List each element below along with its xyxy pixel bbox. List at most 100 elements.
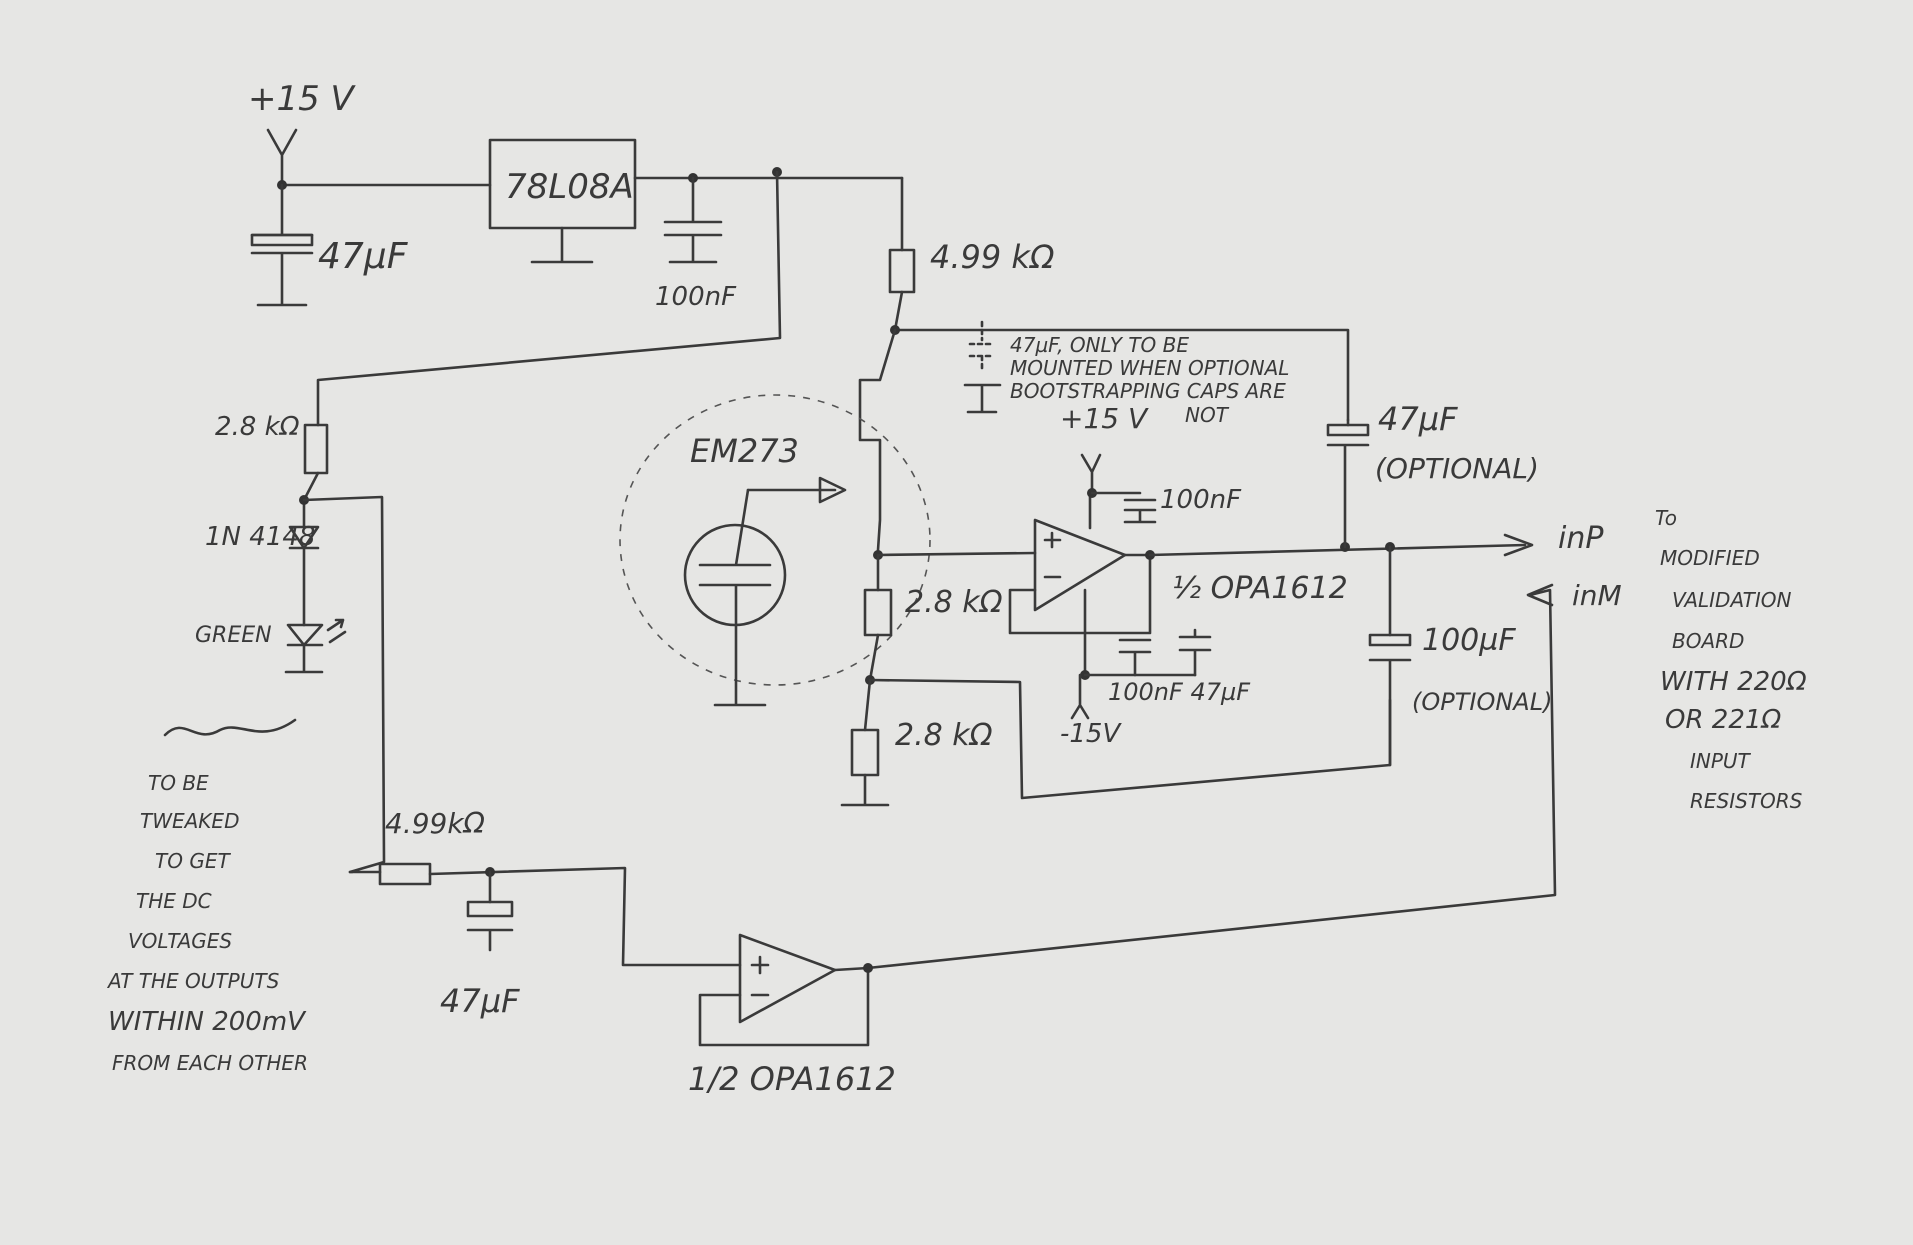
tweak-note-line-2: TWEAKED	[140, 809, 239, 833]
bias-chain	[163, 423, 386, 874]
tweak-note-line-1: TO BE	[148, 771, 209, 795]
right-note-line-5: WITH 220Ω	[1660, 667, 1807, 697]
bootstrap-top-label: 47µF	[1378, 400, 1458, 438]
source-resistor-1	[863, 588, 893, 637]
bootstrap-cap-bottom-icon	[1368, 658, 1412, 767]
input-cap-body	[250, 233, 314, 247]
squiggle-icon	[163, 718, 297, 737]
vminus-label: -15V	[1060, 719, 1122, 749]
bias-resistor-label: 2.8 kΩ	[215, 412, 300, 442]
wire-bottom-feedback	[698, 966, 870, 1047]
led-label: GREEN	[195, 623, 272, 648]
right-note-line-8: RESISTORS	[1690, 789, 1803, 813]
opamp-bottom-pins	[750, 955, 770, 997]
right-note-line-1: To	[1655, 506, 1677, 530]
bootstrap-bottom-optional: (OPTIONAL)	[1412, 688, 1552, 716]
wire-inm	[833, 588, 1557, 972]
tweak-note-line-7: WITHIN 200mV	[108, 1007, 307, 1037]
note-line-3: BOOTSTRAPPING CAPS ARE	[1010, 379, 1286, 403]
right-note-line-4: BOARD	[1672, 629, 1744, 653]
supply-caps-label: 100nF 47µF	[1108, 678, 1251, 706]
ground-icon	[840, 773, 890, 807]
right-note-line-6: OR 221Ω	[1665, 705, 1781, 735]
regulator-label: 78L08A	[505, 167, 634, 207]
led-light-icon	[326, 618, 347, 644]
tweak-note-line-5: VOLTAGES	[128, 929, 232, 953]
reg-cap-icon	[663, 176, 723, 264]
dashed-cap-ground-icon	[963, 383, 1002, 414]
source-resistor-2	[850, 728, 880, 777]
note-line-1: 47µF, ONLY TO BE	[1010, 333, 1189, 357]
opamp-top-decoupling-icon	[1090, 491, 1157, 524]
filter-resistor	[378, 862, 432, 886]
diode-label: 1N 4148	[205, 522, 315, 552]
source-resistor-1-label: 2.8 kΩ	[905, 585, 1003, 620]
vplus-arrow-icon	[266, 128, 298, 187]
bootstrap-top-optional: (OPTIONAL)	[1375, 452, 1539, 485]
mic-capsule-plates	[698, 488, 772, 707]
inp-label: inP	[1558, 521, 1604, 556]
optional-note	[963, 320, 1002, 414]
dashed-cap-icon	[968, 320, 996, 374]
opamp-top-pins	[1043, 531, 1062, 579]
wire-drain-node	[893, 290, 1350, 422]
cap-47uf-icon	[1178, 628, 1212, 677]
tweak-note-line-4: THE DC	[136, 889, 212, 913]
drain-resistor-label: 4.99 kΩ	[930, 238, 1055, 276]
cap-100nf-icon	[1118, 638, 1152, 677]
source-resistor-2-label: 2.8 kΩ	[895, 718, 993, 753]
vplus-label: +15 V	[248, 79, 357, 119]
filter-cap-icon	[466, 928, 514, 952]
labels: +15 V 78L08A 47µF 100nF 4.99 kΩ 2.8 kΩ 1…	[106, 79, 1807, 1098]
filter-cap-body	[466, 900, 514, 918]
inp-arrow-icon	[1503, 533, 1534, 557]
wire-filter-out	[428, 866, 742, 967]
opamp-top	[876, 418, 1534, 767]
opamp-bottom-label: 1/2 OPA1612	[688, 1060, 896, 1098]
bootstrap-bottom-label: 100µF	[1422, 623, 1516, 658]
vminus-arrow-icon	[1070, 673, 1090, 720]
tweak-note-line-6: AT THE OUTPUTS	[106, 969, 280, 993]
wire-bias-out	[302, 495, 386, 874]
filter-cap-label: 47µF	[440, 982, 520, 1020]
right-note-line-2: MODIFIED	[1660, 546, 1760, 570]
supply-section	[250, 128, 904, 427]
right-note-line-7: INPUT	[1690, 749, 1752, 773]
wire-bias-feed	[316, 170, 782, 427]
wire-inp	[1148, 543, 1527, 557]
wire	[868, 633, 880, 682]
opamp-top-symbol	[1033, 518, 1127, 612]
drain-resistor	[888, 248, 916, 294]
led-icon	[284, 623, 324, 674]
bias-resistor	[303, 423, 329, 475]
fet-gate-arrow-icon	[746, 476, 847, 504]
opamp-top-label: ½ OPA1612	[1172, 571, 1348, 606]
mic-label: EM273	[690, 432, 799, 470]
input-cap-label: 47µF	[318, 236, 409, 277]
opamp-bottom-symbol	[738, 933, 837, 1024]
bootstrap-cap-bottom-body	[1368, 633, 1412, 647]
tweak-note-line-8: FROM EACH OTHER	[112, 1051, 308, 1075]
diode-icon	[288, 525, 320, 627]
bootstrap-cap-top-icon	[1326, 443, 1370, 549]
reg-cap-label: 100nF	[655, 282, 737, 312]
wire-opamp-feedback	[1008, 553, 1152, 635]
regulator-ground-icon	[530, 226, 594, 264]
lower-buffer	[348, 583, 1557, 1047]
bootstrap-cap-top-body	[1326, 423, 1370, 437]
opamp-top-cap-label: 100nF	[1160, 485, 1242, 515]
wire	[863, 678, 872, 732]
note-line-4: NOT	[1185, 403, 1230, 427]
wire	[876, 551, 1037, 557]
inm-label: inM	[1572, 579, 1622, 612]
mic-enclosure	[619, 394, 931, 686]
right-note-line-3: VALIDATION	[1672, 588, 1792, 612]
fet-icon	[858, 328, 897, 552]
note-line-2: MOUNTED WHEN OPTIONAL	[1010, 356, 1289, 380]
tweak-note-line-3: TO GET	[155, 849, 231, 873]
note-vplus-label: +15 V	[1060, 402, 1149, 435]
filter-resistor-label: 4.99kΩ	[385, 807, 486, 840]
inm-arrow-icon	[1526, 583, 1554, 607]
